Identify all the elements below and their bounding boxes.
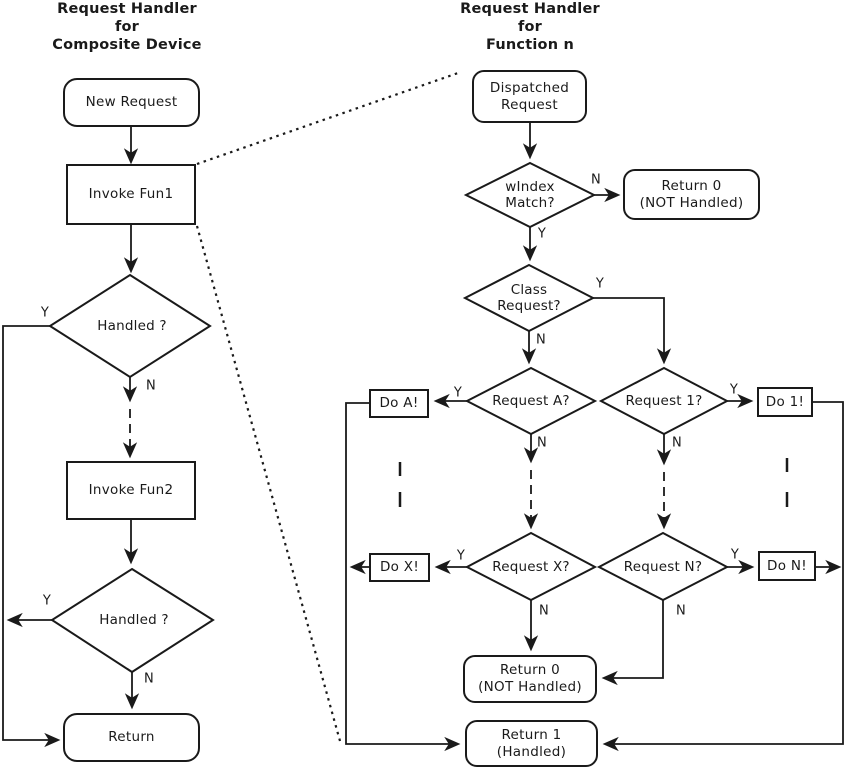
expansion-line-bottom	[195, 225, 342, 742]
decision-requestn-shape	[596, 531, 730, 602]
decision-handled-1-shape	[48, 273, 212, 379]
node-return1: Return 1 (Handled)	[465, 720, 598, 767]
label-yes-requestx: Y	[456, 548, 466, 564]
decision-request1-label: Request 1?	[625, 393, 703, 409]
label-yes-handled-1: Y	[40, 305, 50, 321]
label-no-handled-2: N	[144, 671, 154, 687]
edge-do1-to-return1	[602, 401, 844, 752]
label-yes-requesta: Y	[453, 385, 463, 401]
node-do-x: Do X!	[369, 553, 430, 582]
node-invoke-fun1: Invoke Fun1	[66, 164, 196, 225]
node-do-1: Do 1!	[757, 387, 813, 417]
decision-requestx-label: Request X?	[492, 559, 570, 575]
edge-class-yes-to-request1	[593, 297, 672, 365]
label-yes-class: Y	[595, 276, 605, 292]
node-new-request: New Request	[63, 78, 200, 127]
node-invoke-fun2: Invoke Fun2	[66, 461, 196, 520]
decision-requestn-label: Request N?	[623, 559, 703, 575]
label-no-handled-1: N	[146, 378, 156, 394]
node-return0-bottom: Return 0 (NOT Handled)	[463, 655, 597, 703]
decision-requestx-shape	[464, 531, 598, 602]
decision-requesta-label: Request A?	[492, 393, 570, 409]
edge-doa-to-return1	[345, 402, 461, 752]
label-no-requesta: N	[537, 435, 547, 451]
node-do-n: Do N!	[758, 551, 816, 581]
label-yes-requestn: Y	[730, 547, 740, 563]
decision-handled-2-label: Handled ?	[99, 612, 169, 628]
node-do-a: Do A!	[369, 389, 429, 418]
decision-windex-shape	[463, 161, 597, 229]
label-no-request1: N	[672, 435, 682, 451]
label-no-windex: N	[591, 172, 601, 188]
label-yes-windex: Y	[537, 226, 547, 242]
label-no-class: N	[536, 332, 546, 348]
decision-requesta-shape	[464, 366, 598, 436]
label-no-requestx: N	[539, 603, 549, 619]
node-return: Return	[63, 713, 200, 762]
left-panel-title: Request Handler for Composite Device	[52, 1, 202, 53]
decision-handled-2-shape	[50, 567, 215, 674]
label-yes-handled-2: Y	[42, 593, 52, 609]
edge-handled1-yes-to-return	[2, 325, 61, 748]
right-panel-title: Request Handler for Function n	[460, 1, 600, 53]
decision-request1-shape	[598, 366, 730, 436]
decision-class-label: Class Request?	[497, 282, 561, 314]
label-yes-request1: Y	[729, 382, 739, 398]
expansion-line-top	[196, 71, 459, 166]
node-dispatched-request: Dispatched Request	[472, 70, 587, 123]
decision-windex-label: wIndex Match?	[505, 179, 555, 211]
decision-class-shape	[462, 263, 596, 333]
node-return0-top: Return 0 (NOT Handled)	[623, 169, 760, 220]
decision-handled-1-label: Handled ?	[97, 318, 167, 334]
edge-requestn-no-to-return0	[601, 600, 664, 686]
label-no-requestn: N	[676, 603, 686, 619]
